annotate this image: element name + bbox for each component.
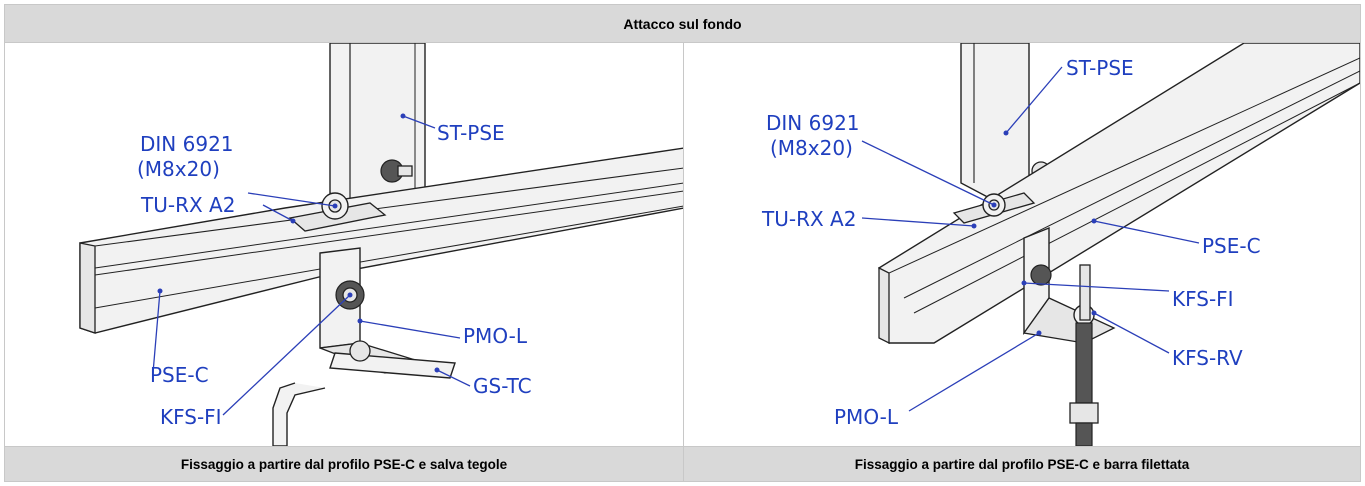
right-figure-cell: ST-PSE DIN 6921 (M8x20) TU-RX A2 PSE-C K… — [684, 43, 1360, 446]
left-caption: Fissaggio a partire dal profilo PSE-C e … — [5, 446, 684, 481]
label-din-size: (M8x20) — [770, 136, 853, 160]
table-header: Attacco sul fondo — [5, 5, 1360, 43]
label-kfs-fi: KFS-FI — [160, 405, 222, 429]
st-pse-post — [329, 43, 426, 214]
figure-table: Attacco sul fondo — [4, 4, 1361, 482]
threaded-bar — [1075, 322, 1093, 404]
label-pmo-l: PMO-L — [834, 405, 899, 429]
label-din-size: (M8x20) — [137, 157, 220, 181]
label-tu-rx-a2: TU-RX A2 — [761, 207, 856, 231]
label-st-pse: ST-PSE — [1066, 56, 1134, 80]
label-kfs-rv: KFS-RV — [1172, 346, 1243, 370]
kfs-fi-nut — [1030, 264, 1052, 286]
st-pse-post — [960, 43, 1030, 204]
label-pmo-l: PMO-L — [463, 324, 528, 348]
label-pse-c: PSE-C — [1202, 234, 1261, 258]
label-kfs-fi: KFS-FI — [1172, 287, 1234, 311]
pse-c-rail — [878, 43, 1360, 344]
label-pse-c: PSE-C — [150, 363, 209, 387]
label-tu-rx-a2: TU-RX A2 — [140, 193, 235, 217]
label-st-pse: ST-PSE — [437, 121, 505, 145]
left-figure-cell: DIN 6921 (M8x20) ST-PSE TU-RX A2 PSE-C P… — [5, 43, 684, 446]
label-din-6921: DIN 6921 — [766, 111, 860, 135]
left-technical-drawing: DIN 6921 (M8x20) ST-PSE TU-RX A2 PSE-C P… — [79, 43, 683, 446]
right-caption: Fissaggio a partire dal profilo PSE-C e … — [684, 446, 1360, 481]
label-gs-tc: GS-TC — [473, 374, 532, 398]
right-technical-drawing: ST-PSE DIN 6921 (M8x20) TU-RX A2 PSE-C K… — [761, 43, 1360, 446]
label-din-6921: DIN 6921 — [140, 132, 234, 156]
